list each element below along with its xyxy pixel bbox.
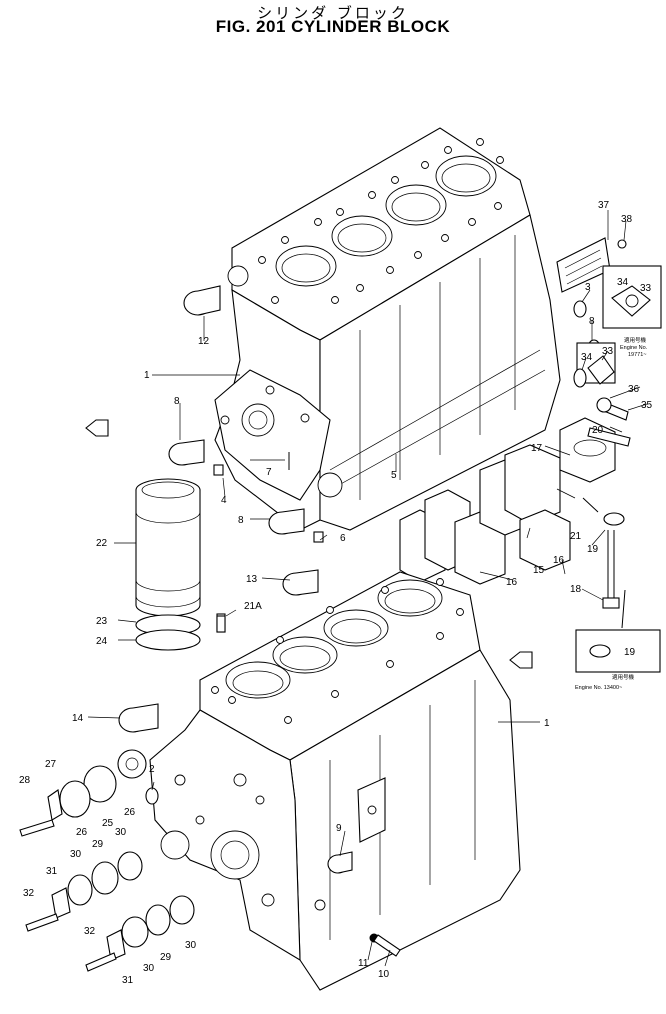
callout-6-lower: 6 (340, 533, 346, 544)
callout-21a: 21A (244, 601, 262, 612)
callout-23: 23 (96, 616, 108, 627)
front-arrow-icon (85, 419, 109, 437)
callout-36: 36 (628, 384, 640, 395)
callout-19-inset: 19 (624, 647, 636, 658)
callout-22: 22 (96, 538, 108, 549)
callout-19: 19 (587, 544, 599, 555)
callout-21: 21 (570, 531, 582, 542)
figure-title: FIG. 201 CYLINDER BLOCK (215, 17, 451, 36)
callout-12: 12 (198, 336, 210, 347)
title-japanese: シリンダ ブロック (257, 4, 409, 22)
callout-11: 11 (358, 958, 369, 969)
callout-30-b: 30 (70, 849, 82, 860)
callout-18: 18 (570, 584, 582, 595)
callout-8-c: 8 (589, 316, 595, 327)
callout-29-b: 29 (160, 952, 172, 963)
callout-31-b: 31 (122, 975, 134, 986)
callout-30-c: 30 (185, 940, 197, 951)
callout-17: 17 (531, 443, 543, 454)
callout-38: 38 (621, 214, 633, 225)
lower-cylinder-block (149, 571, 521, 991)
callout-1-upper: 1 (144, 370, 150, 381)
direction-arrows (85, 419, 533, 669)
callout-32-b: 32 (84, 926, 96, 937)
callout-32-a: 32 (23, 888, 35, 899)
callout-34-a: 34 (617, 277, 629, 288)
callout-37: 37 (598, 200, 610, 211)
callout-33-a: 33 (640, 283, 652, 294)
callout-30-a: 30 (115, 827, 127, 838)
callout-14: 14 (72, 713, 84, 724)
callout-35: 35 (641, 400, 653, 411)
callout-16-lower: 16 (506, 577, 518, 588)
engine-note-lower-jp: 適用号機 (612, 673, 635, 681)
cylinder-liner (135, 478, 201, 651)
callout-34-b: 34 (581, 352, 593, 363)
leader-lines (87, 210, 648, 967)
engine-note-upper-number: 19771~ (628, 352, 647, 358)
callout-24: 24 (96, 636, 108, 647)
name-plate-and-gasket (556, 237, 662, 388)
callout-28: 28 (19, 775, 31, 786)
engine-note-upper-label: Engine No. (620, 345, 648, 351)
callout-13: 13 (246, 574, 258, 585)
callout-10: 10 (378, 969, 390, 980)
callout-8-b: 8 (238, 515, 244, 526)
engine-number-notes: 適用号機 Engine No. 19771~ 適用号機 Engine No. 1… (575, 336, 648, 691)
callout-16-right: 16 (553, 555, 565, 566)
callout-3: 3 (585, 282, 591, 293)
callout-8-a: 8 (174, 396, 180, 407)
upper-cylinder-block (214, 127, 561, 531)
callout-31-a: 31 (46, 866, 58, 877)
callout-labels: 1 1 2 3 4 5 6 7 8 8 8 9 10 11 12 13 14 1… (19, 200, 653, 986)
inset-box-19 (575, 629, 661, 673)
callout-7: 7 (266, 467, 272, 478)
washer-19-inset (589, 644, 611, 658)
callout-29-a: 29 (92, 839, 104, 850)
callout-27: 27 (45, 759, 57, 770)
front-arrow-lower-icon (509, 651, 533, 669)
callout-33-b: 33 (602, 346, 614, 357)
callout-25: 25 (102, 818, 114, 829)
callout-26-b: 26 (76, 827, 88, 838)
callout-9: 9 (336, 823, 342, 834)
callout-4: 4 (221, 495, 227, 506)
engine-note-upper-jp: 適用号機 (624, 336, 647, 344)
main-bearing-caps (399, 417, 616, 585)
inset-leader (621, 589, 626, 629)
callout-30-d: 30 (143, 963, 155, 974)
callout-2: 2 (149, 764, 155, 775)
callout-15: 15 (533, 565, 545, 576)
callout-1-lower: 1 (544, 718, 550, 729)
engine-note-lower-number: Engine No. 13400~ (575, 685, 622, 691)
bushings-and-plugs (118, 285, 631, 957)
callout-20: 20 (592, 425, 604, 436)
callout-26-a: 26 (124, 807, 136, 818)
callout-5: 5 (391, 470, 397, 481)
front-plugs-and-covers (19, 749, 195, 972)
